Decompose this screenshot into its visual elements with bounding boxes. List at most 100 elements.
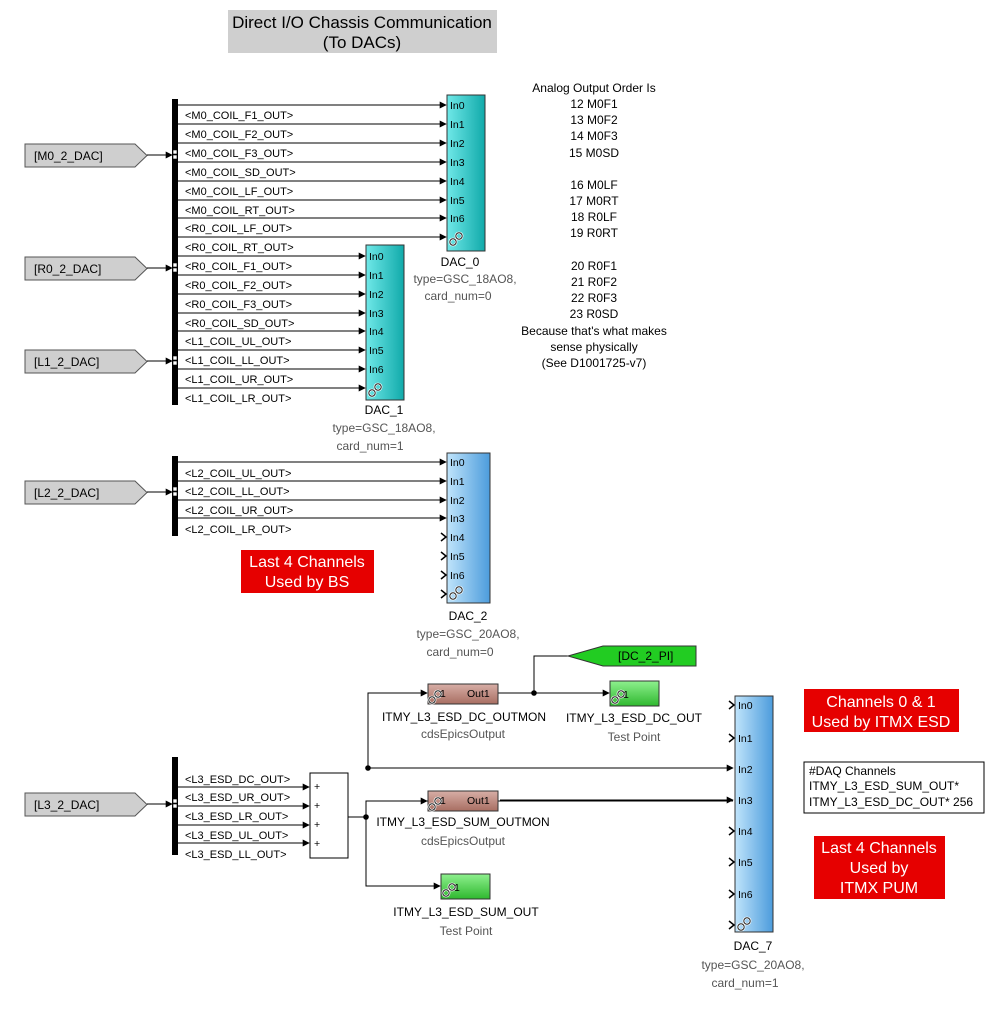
svg-text:ITMY_L3_ESD_DC_OUT* 256: ITMY_L3_ESD_DC_OUT* 256 <box>809 795 973 809</box>
dac-2-block[interactable]: In0 In1 In2 In3 In4 In5 In6 <box>440 452 491 604</box>
testpoint-sum[interactable]: 1 <box>440 873 491 900</box>
dac-0-name: DAC_0 <box>441 255 480 269</box>
dac-2-card: card_num=0 <box>426 645 493 659</box>
svg-text:1: 1 <box>454 882 460 894</box>
dac-2-name: DAC_2 <box>449 609 488 623</box>
esd-wires <box>348 655 734 890</box>
dac-2-type: type=GSC_20AO8, <box>416 627 519 641</box>
epics-dc-sub: cdsEpicsOutput <box>421 727 506 741</box>
svg-text:15 M0SD: 15 M0SD <box>569 146 619 160</box>
svg-text:In2: In2 <box>450 495 465 507</box>
dac-0-card: card_num=0 <box>424 289 491 303</box>
title-line-1: Direct I/O Chassis Communication <box>232 13 492 32</box>
testpoint-sum-sub: Test Point <box>440 924 493 938</box>
goto-dc-2-pi[interactable]: [DC_2_PI] <box>566 645 697 667</box>
signal-label: <M0_COIL_F3_OUT> <box>185 148 293 160</box>
from-block-l2[interactable]: [L2_2_DAC] <box>24 480 148 505</box>
title-line-2: (To DACs) <box>323 33 401 52</box>
daq-channels-box: #DAQ Channels ITMY_L3_ESD_SUM_OUT* ITMY_… <box>803 761 985 814</box>
signal-label: <M0_COIL_SD_OUT> <box>185 167 296 179</box>
dac-1-block[interactable]: In0 In1 In2 In3 In4 In5 In6 <box>365 244 405 401</box>
from-block-l3[interactable]: [L3_2_DAC] <box>24 792 148 817</box>
signal-label: <L3_ESD_UR_OUT> <box>185 792 290 804</box>
svg-text:In3: In3 <box>738 795 753 807</box>
signal-label: <L2_COIL_UR_OUT> <box>185 505 293 517</box>
svg-text:In2: In2 <box>738 764 753 776</box>
testpoint-sum-name: ITMY_L3_ESD_SUM_OUT <box>393 905 539 919</box>
svg-text:12 M0F1: 12 M0F1 <box>570 97 618 111</box>
svg-text:Last 4 Channels: Last 4 Channels <box>821 840 937 857</box>
signal-label: <L3_ESD_LR_OUT> <box>185 811 288 823</box>
bus-selectors[interactable] <box>172 99 178 855</box>
svg-text:ITMY_L3_ESD_SUM_OUT*: ITMY_L3_ESD_SUM_OUT* <box>809 779 959 793</box>
svg-text:In1: In1 <box>450 119 465 131</box>
svg-text:In6: In6 <box>369 364 384 376</box>
svg-text:In2: In2 <box>369 289 384 301</box>
svg-text:17 M0RT: 17 M0RT <box>569 194 619 208</box>
svg-text:[M0_2_DAC]: [M0_2_DAC] <box>34 149 103 163</box>
svg-text:In5: In5 <box>369 345 384 357</box>
svg-text:In2: In2 <box>450 138 465 150</box>
svg-text:Used by ITMX ESD: Used by ITMX ESD <box>812 714 951 731</box>
from-block-l1[interactable]: [L1_2_DAC] <box>24 349 148 374</box>
dac-7-card: card_num=1 <box>711 976 778 990</box>
svg-text:1: 1 <box>440 795 446 807</box>
signal-labels-l2: <L2_COIL_UL_OUT> <L2_COIL_LL_OUT> <L2_CO… <box>185 468 293 536</box>
svg-text:In3: In3 <box>450 157 465 169</box>
sum-block[interactable]: + + + + <box>309 772 349 859</box>
signal-label: <L3_ESD_DC_OUT> <box>185 774 290 786</box>
svg-text:[L1_2_DAC]: [L1_2_DAC] <box>34 355 99 369</box>
signal-labels-l1: <L1_COIL_UL_OUT> <L1_COIL_LL_OUT> <L1_CO… <box>185 336 293 405</box>
signal-label: <L1_COIL_LL_OUT> <box>185 355 290 367</box>
epics-dc-name: ITMY_L3_ESD_DC_OUTMON <box>382 710 546 724</box>
dac-1-card: card_num=1 <box>336 439 403 453</box>
testpoint-dc[interactable]: 1 <box>609 680 660 707</box>
signal-label: <R0_COIL_F3_OUT> <box>185 299 292 311</box>
signal-labels-l3: <L3_ESD_DC_OUT> <L3_ESD_UR_OUT> <L3_ESD_… <box>185 774 290 861</box>
signal-label: <M0_COIL_F2_OUT> <box>185 129 293 141</box>
svg-text:23 R0SD: 23 R0SD <box>570 307 619 321</box>
svg-text:14 M0F3: 14 M0F3 <box>570 129 618 143</box>
svg-text:13 M0F2: 13 M0F2 <box>570 113 618 127</box>
dac-0-block[interactable]: In0 In1 In2 In3 In4 In5 In6 <box>446 94 486 252</box>
dac1-wires <box>178 252 366 392</box>
svg-text:In1: In1 <box>738 733 753 745</box>
dac-7-block[interactable]: In0 In1 In2 In3 In4 In5 In6 <box>728 695 774 933</box>
svg-text:In5: In5 <box>450 195 465 207</box>
svg-text:1: 1 <box>623 689 629 701</box>
svg-text:[DC_2_PI]: [DC_2_PI] <box>618 649 673 663</box>
dac-1-type: type=GSC_18AO8, <box>332 421 435 435</box>
svg-text:+: + <box>314 819 320 831</box>
from-block-r0[interactable]: [R0_2_DAC] <box>24 256 148 281</box>
l3-wires <box>178 783 310 847</box>
svg-text:In5: In5 <box>738 857 753 869</box>
signal-label: <L2_COIL_LR_OUT> <box>185 524 291 536</box>
svg-text:In0: In0 <box>738 700 753 712</box>
red-label-bs: Last 4 Channels Used by BS <box>241 550 374 593</box>
epics-sum-name: ITMY_L3_ESD_SUM_OUTMON <box>376 815 549 829</box>
bus-selector-ports <box>172 149 178 809</box>
svg-text:+: + <box>314 800 320 812</box>
epics-output-sum[interactable]: 1 Out1 <box>427 790 499 812</box>
svg-text:In0: In0 <box>369 251 384 263</box>
signal-label: <R0_COIL_F1_OUT> <box>185 261 292 273</box>
signal-label: <R0_COIL_RT_OUT> <box>185 242 294 254</box>
svg-text:Last 4 Channels: Last 4 Channels <box>249 554 365 571</box>
dac-7-type: type=GSC_20AO8, <box>701 958 804 972</box>
title-box <box>228 10 497 53</box>
analog-order-note: Analog Output Order Is 12 M0F1 13 M0F2 1… <box>521 81 667 370</box>
svg-text:+: + <box>314 838 320 850</box>
epics-output-dc[interactable]: 1 Out1 <box>427 683 499 705</box>
signal-label: <L3_ESD_UL_OUT> <box>185 830 288 842</box>
svg-text:In6: In6 <box>738 889 753 901</box>
from-block-m0[interactable]: [M0_2_DAC] <box>24 143 148 168</box>
signal-label: <M0_COIL_F1_OUT> <box>185 110 293 122</box>
signal-label: <L1_COIL_UR_OUT> <box>185 374 293 386</box>
svg-text:Channels 0 & 1: Channels 0 & 1 <box>826 694 936 711</box>
signal-labels-m0: <M0_COIL_F1_OUT> <M0_COIL_F2_OUT> <M0_CO… <box>185 110 296 217</box>
dac0-wires <box>178 101 447 241</box>
signal-label: <L2_COIL_LL_OUT> <box>185 486 290 498</box>
svg-text:1: 1 <box>440 688 446 700</box>
svg-text:+: + <box>314 781 320 793</box>
